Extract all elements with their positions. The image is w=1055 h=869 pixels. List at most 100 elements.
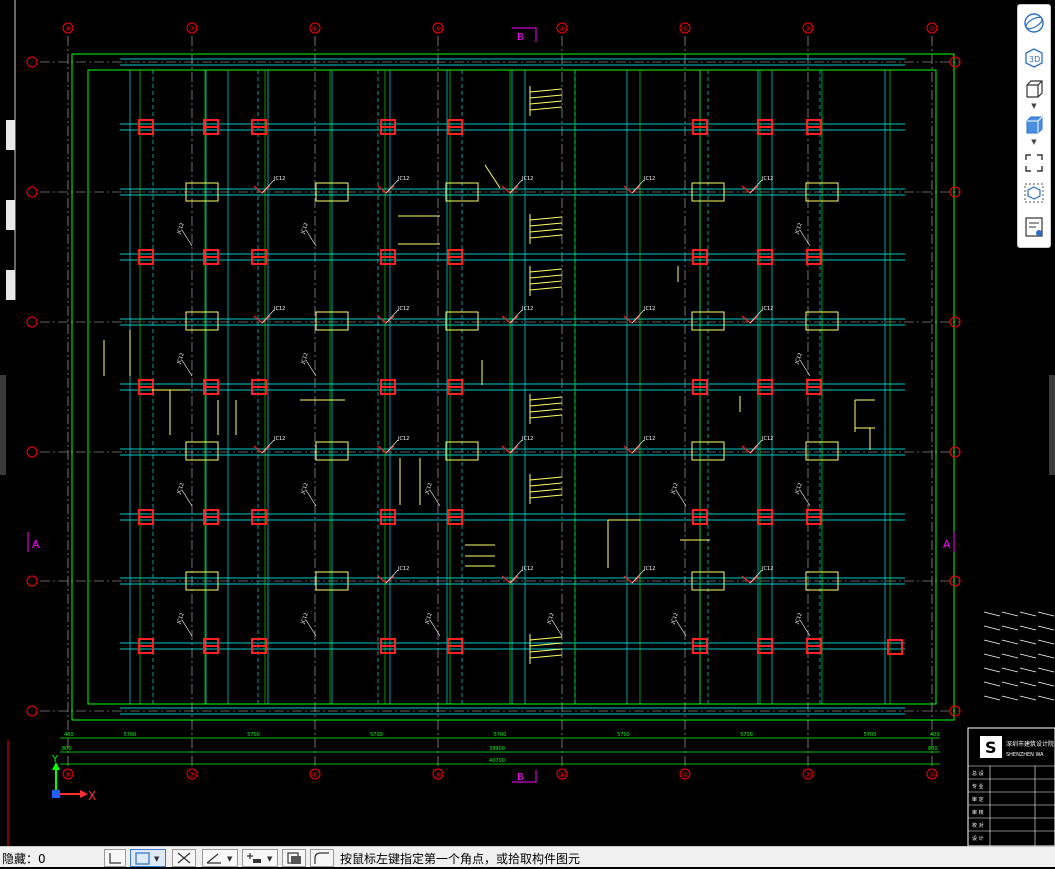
note-stroke <box>1019 695 1037 701</box>
beam-tag-label: JC12 <box>794 482 804 496</box>
note-stroke <box>1001 681 1019 687</box>
leader-line <box>749 439 763 454</box>
svg-text:▼: ▼ <box>154 855 160 863</box>
pile-cap <box>691 441 725 461</box>
axis-bubble-label: ⑧ <box>65 25 71 33</box>
dimension-text: 40700 <box>489 758 505 764</box>
leader-line <box>631 179 645 194</box>
dimension-text: 5700 <box>494 732 507 738</box>
command-prompt: 按鼠标左键指定第一个角点，或拾取构件图元 <box>340 852 581 866</box>
chevron-down-icon[interactable]: ▼ <box>1031 102 1037 110</box>
note-stroke <box>1037 681 1055 687</box>
axis-bubble-bottom <box>556 768 568 780</box>
layer-icon <box>287 852 301 864</box>
leader-line <box>631 569 645 584</box>
leader-line <box>429 489 441 507</box>
axis-bubble-label: ⑤ <box>435 771 441 779</box>
rectangle-select-button[interactable]: ▼ <box>130 849 166 867</box>
note-stroke <box>1019 681 1037 687</box>
beam-tag-label: JC12 <box>670 482 680 496</box>
rebar-line <box>529 482 563 487</box>
beam-tag-label: JC12 <box>397 436 409 442</box>
axis-bubble-label: ① <box>929 25 935 33</box>
note-stroke <box>1019 667 1037 673</box>
beam-tag-label: JC12 <box>761 176 773 182</box>
beam-tag-label: JC12 <box>761 306 773 312</box>
leader-line <box>385 309 399 324</box>
beam-tag-label: JC12 <box>761 436 773 442</box>
rebar-line <box>529 106 563 111</box>
box-view-icon[interactable] <box>1022 77 1046 101</box>
layer-button[interactable] <box>282 849 306 867</box>
beam-tag-label: JC12 <box>794 222 804 236</box>
pile-cap <box>691 182 725 202</box>
arc-button[interactable] <box>310 849 334 867</box>
leader-line <box>631 439 645 454</box>
leader-line <box>181 489 193 507</box>
left-splitter-handle[interactable] <box>0 375 6 475</box>
axis-bubble-label: ⑦ <box>189 25 195 33</box>
pile-cap <box>445 182 479 202</box>
note-stroke <box>1037 639 1055 645</box>
beam-tag-label: JC12 <box>300 482 310 496</box>
axis-bubble-label: ⑤ <box>435 25 441 33</box>
right-splitter-handle[interactable] <box>1049 375 1055 475</box>
leader-line <box>799 229 811 247</box>
axis-bubble-label: ② <box>805 25 811 33</box>
view-3d-icon[interactable]: 3D <box>1022 45 1046 69</box>
axis-bubble-left <box>26 56 38 68</box>
note-stroke <box>1001 695 1019 701</box>
pile-cap <box>805 311 839 331</box>
note-stroke <box>983 681 1001 687</box>
axis-bubble-left <box>26 705 38 717</box>
ortho-button[interactable] <box>104 849 126 867</box>
dimension-text: 39900 <box>489 746 505 752</box>
beam-tag-label: JC12 <box>794 352 804 366</box>
dimension-text: 5700 <box>740 732 753 738</box>
axis-bubble-top <box>309 22 321 34</box>
component-icon[interactable] <box>1022 181 1046 205</box>
fullscreen-icon[interactable] <box>1022 151 1046 175</box>
solid-box-icon[interactable] <box>1022 113 1046 137</box>
rebar-line <box>529 280 563 285</box>
leader-line <box>181 359 193 377</box>
leader-line <box>631 309 645 324</box>
orbit-icon[interactable] <box>1022 11 1046 35</box>
leader-line <box>181 619 193 637</box>
hidden-value: 0 <box>38 852 46 866</box>
properties-icon[interactable] <box>1022 215 1046 239</box>
company-logo <box>980 736 1002 758</box>
axis-bubble-top <box>186 22 198 34</box>
leader-line <box>305 619 317 637</box>
snap-point-button[interactable]: ▼ <box>242 849 278 867</box>
note-stroke <box>1001 667 1019 673</box>
pile-cap <box>805 182 839 202</box>
pile-cap <box>691 311 725 331</box>
axis-bubble-top <box>802 22 814 34</box>
leader-line <box>509 439 523 454</box>
section-mark-bottom <box>512 770 537 783</box>
axis-bubble-label: ③ <box>682 25 688 33</box>
chevron-down-icon[interactable]: ▼ <box>1031 138 1037 146</box>
section-mark-label: A <box>32 538 40 551</box>
note-stroke <box>1019 639 1037 645</box>
beam-tag-label: JC12 <box>546 612 556 626</box>
ucs-y-label: Y <box>51 754 59 765</box>
beam-tag-label: JC12 <box>643 566 655 572</box>
leader-line <box>749 179 763 194</box>
axis-bubble-label: ⑦ <box>189 771 195 779</box>
axis-bubble-label: ③ <box>682 771 688 779</box>
rebar-line <box>529 488 563 493</box>
beam-tag-label: JC12 <box>521 436 533 442</box>
cross-select-button[interactable] <box>172 849 196 867</box>
note-stroke <box>1037 653 1055 659</box>
note-stroke <box>1001 639 1019 645</box>
ucs-origin <box>52 790 60 798</box>
left-property-strip[interactable] <box>0 0 16 300</box>
leader-line <box>261 309 275 324</box>
angle-button[interactable]: ▼ <box>202 849 238 867</box>
rebar-line <box>529 476 563 481</box>
axis-bubble-bottom <box>926 768 938 780</box>
